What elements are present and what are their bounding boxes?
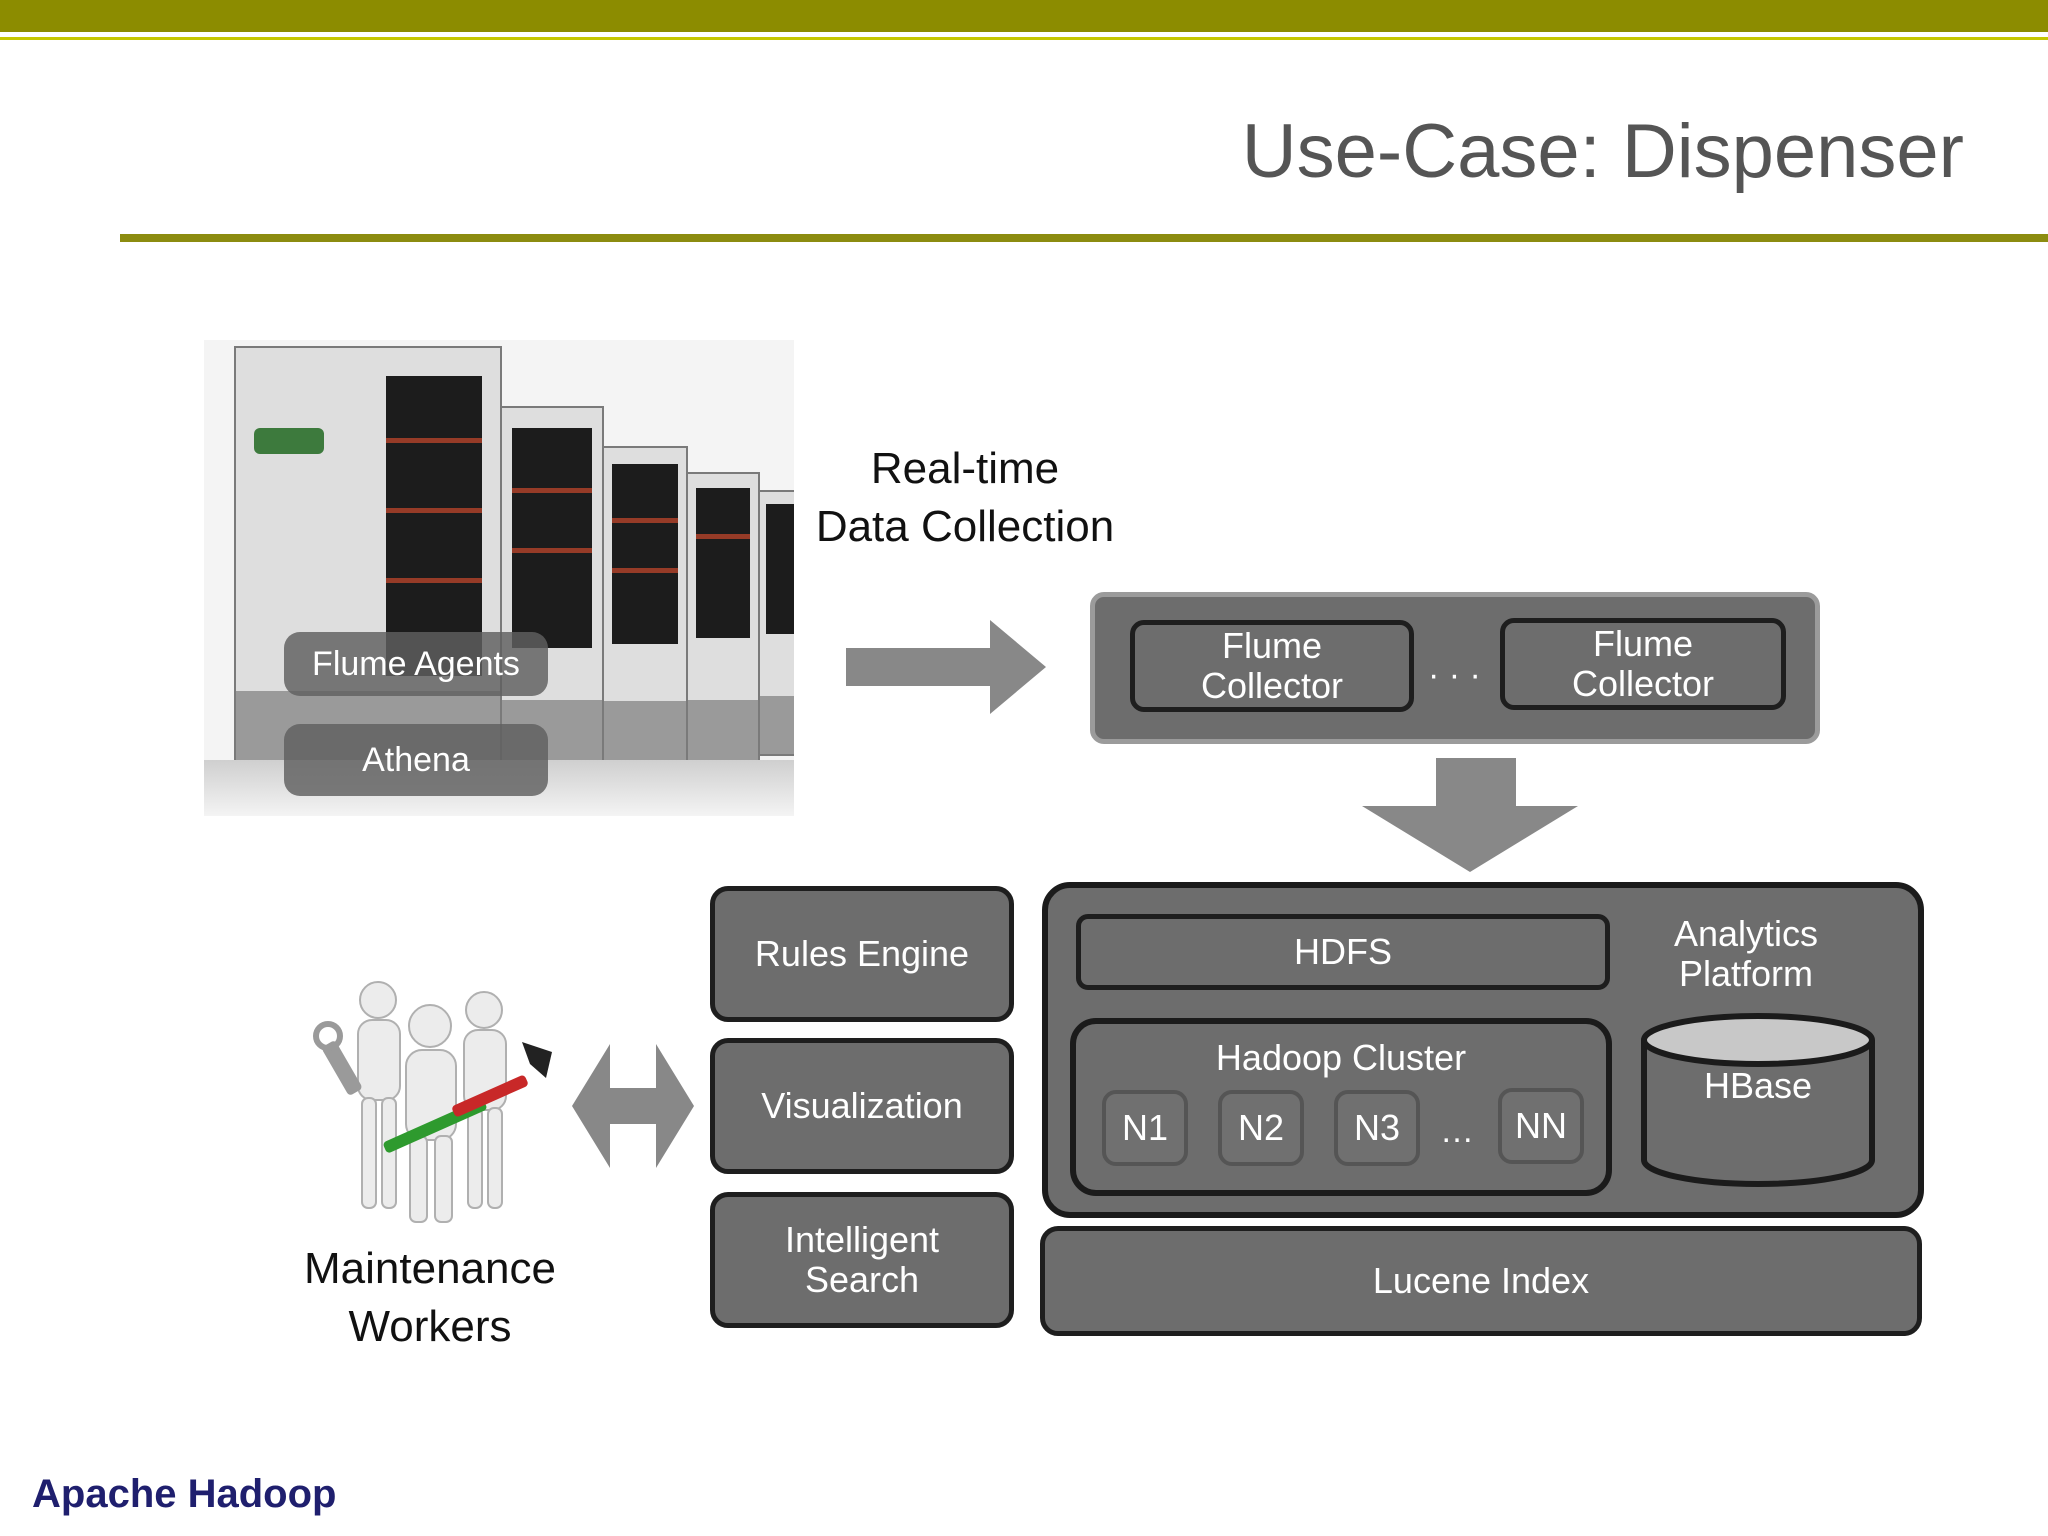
flume-collector-box: Flume Collector — [1500, 618, 1786, 710]
visualization-box: Visualization — [710, 1038, 1014, 1174]
brand-logo-icon — [254, 428, 324, 454]
collector-label: Flume — [1592, 623, 1694, 664]
cluster-node: N2 — [1218, 1090, 1304, 1166]
maintenance-workers-icon — [313, 981, 552, 1223]
caption-line: Data Collection — [815, 502, 1115, 551]
workers-line: Workers — [348, 1302, 512, 1351]
collector-label: Collector — [1571, 663, 1715, 704]
collector-label: Flume — [1221, 625, 1323, 666]
rules-engine-box: Rules Engine — [710, 886, 1014, 1022]
flume-collector-box: Flume Collector — [1130, 620, 1414, 712]
athena-tag: Athena — [284, 724, 548, 796]
vending-machine — [758, 490, 794, 756]
collector-label: Collector — [1200, 665, 1344, 706]
top-accent-bar — [0, 0, 2048, 32]
slide-title: Use-Case: Dispenser — [1241, 109, 1964, 194]
hbase-label: HBase — [1703, 1065, 1813, 1106]
down-arrow-icon — [1362, 758, 1578, 872]
top-accent-line — [0, 37, 2048, 40]
cluster-node: N1 — [1102, 1090, 1188, 1166]
analytics-platform-label: Analytics Platform — [1626, 914, 1866, 994]
intelligent-search-box: Intelligent Search — [710, 1192, 1014, 1328]
hdfs-box: HDFS — [1076, 914, 1610, 990]
hbase-cylinder-icon — [1641, 1013, 1875, 1187]
hadoop-cluster-title: Hadoop Cluster — [1215, 1037, 1467, 1078]
right-arrow-icon — [846, 620, 1046, 714]
workers-line: Maintenance — [304, 1244, 556, 1293]
collectors-ellipsis: · · · — [1428, 656, 1481, 694]
caption-line: Real-time — [870, 444, 1060, 493]
maintenance-workers-caption: Maintenance Workers — [270, 1240, 590, 1356]
lucene-index-box: Lucene Index — [1040, 1226, 1922, 1336]
vending-machine — [602, 446, 688, 774]
title-rule — [120, 234, 2048, 242]
vending-machine — [686, 472, 760, 766]
cluster-node: N3 — [1334, 1090, 1420, 1166]
cluster-node: NN — [1498, 1088, 1584, 1164]
data-collection-caption: Real-time Data Collection — [800, 440, 1130, 556]
nodes-ellipsis: … — [1440, 1112, 1474, 1150]
analytics-label-line: Platform — [1678, 953, 1814, 994]
flume-agents-tag: Flume Agents — [284, 632, 548, 696]
search-label-line: Intelligent — [784, 1219, 940, 1260]
analytics-label-line: Analytics — [1673, 913, 1819, 954]
footer-brand: Apache Hadoop — [32, 1472, 337, 1516]
bidirectional-arrow-icon — [572, 1044, 694, 1168]
search-label-line: Search — [804, 1259, 920, 1300]
vending-machines-photo: Flume Agents Athena — [204, 340, 794, 816]
